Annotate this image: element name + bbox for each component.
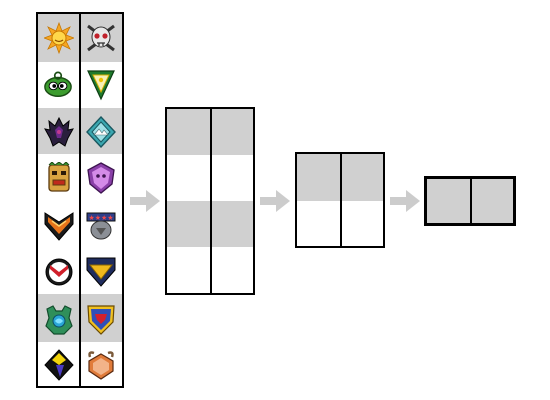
navy-gold-shield-icon: [86, 257, 116, 287]
emblem-grid: ★★★★: [36, 12, 124, 388]
dark-flame-icon: [44, 116, 74, 147]
semifinal-bracket: [295, 152, 385, 248]
arrow-1: [130, 190, 160, 212]
stars-shield-icon: ★★★★: [86, 212, 116, 240]
tiki-mask-icon: [48, 162, 70, 192]
arrow-2: [260, 190, 290, 212]
diamond-star-icon: [44, 349, 74, 381]
purple-shield-icon: [87, 162, 115, 194]
red-helmet-icon: [45, 258, 73, 286]
viking-shield-icon: [88, 351, 114, 380]
column-divider: [210, 109, 212, 293]
column-divider: [470, 179, 472, 223]
grid-divider: [79, 14, 81, 386]
orange-chevron-icon: [44, 212, 74, 241]
green-shield-icon: [87, 70, 115, 101]
green-creature-icon: [44, 71, 72, 97]
arrow-3: [390, 190, 420, 212]
sun-emblem-icon: [44, 22, 74, 54]
quarterfinal-bracket: [165, 107, 255, 295]
final-bracket: [424, 176, 516, 226]
svg-text:★★★★: ★★★★: [88, 214, 113, 222]
column-divider: [340, 154, 342, 246]
skull-crest-icon: [87, 24, 115, 52]
teal-diamond-icon: [86, 116, 116, 148]
red-blue-shield-icon: [87, 305, 115, 335]
green-dragon-icon: [45, 305, 73, 335]
